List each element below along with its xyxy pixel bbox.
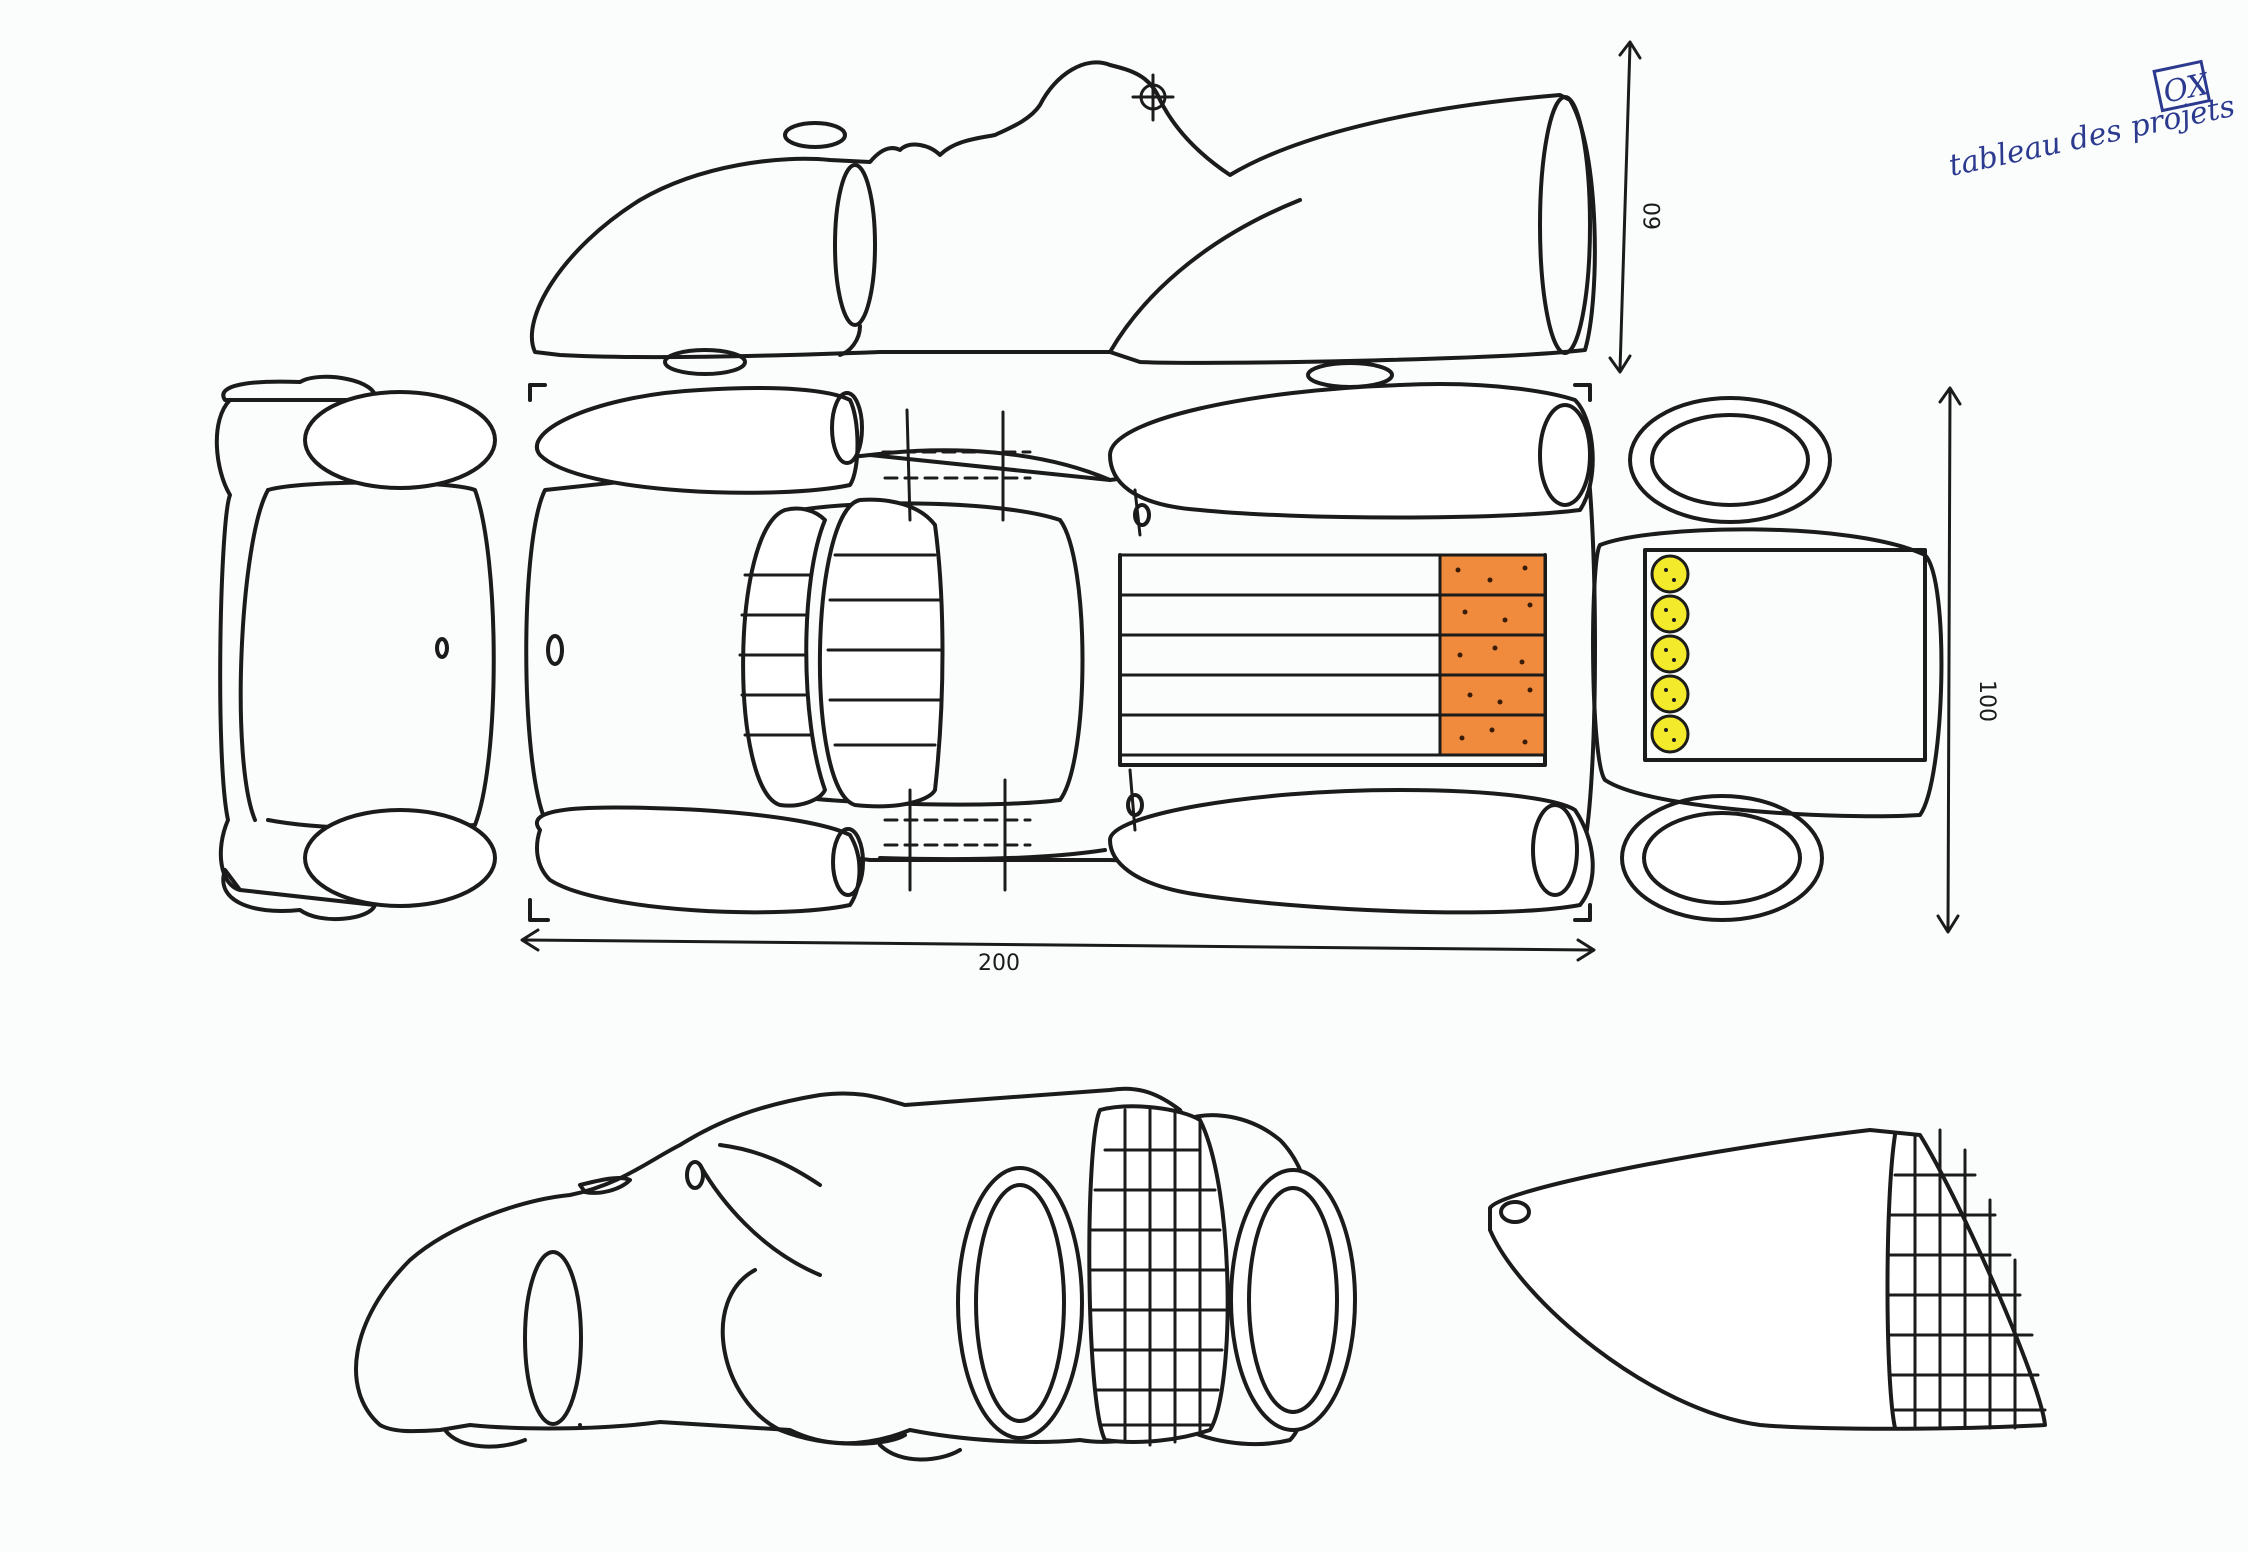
dimension-length: 200 [520,928,1596,976]
height-label: 60 [1641,202,1666,230]
handwritten-note: tableau des projets OX [1946,59,2238,184]
length-label: 200 [978,951,1020,976]
width-label: 100 [1974,680,1999,722]
single-fender-part [1488,1128,2047,1431]
fender-assembly-view [354,1086,1357,1462]
plan-view [214,374,1944,922]
rear-bumper-part [214,374,497,922]
radiator-grille-right [1885,1128,2047,1430]
front-nose-part [1591,396,1944,922]
radiator-grille-left [1088,1106,1227,1447]
main-body-part [524,381,1597,922]
note-box [2152,59,2212,113]
dimension-height: 60 [1608,40,1666,374]
crosshair-icon [1131,73,1175,122]
yellow-headlights [1650,554,1690,754]
dimension-width: 100 [1936,386,1999,934]
side-profile-view [529,60,1597,389]
orange-engine-blocks [1438,553,1547,757]
